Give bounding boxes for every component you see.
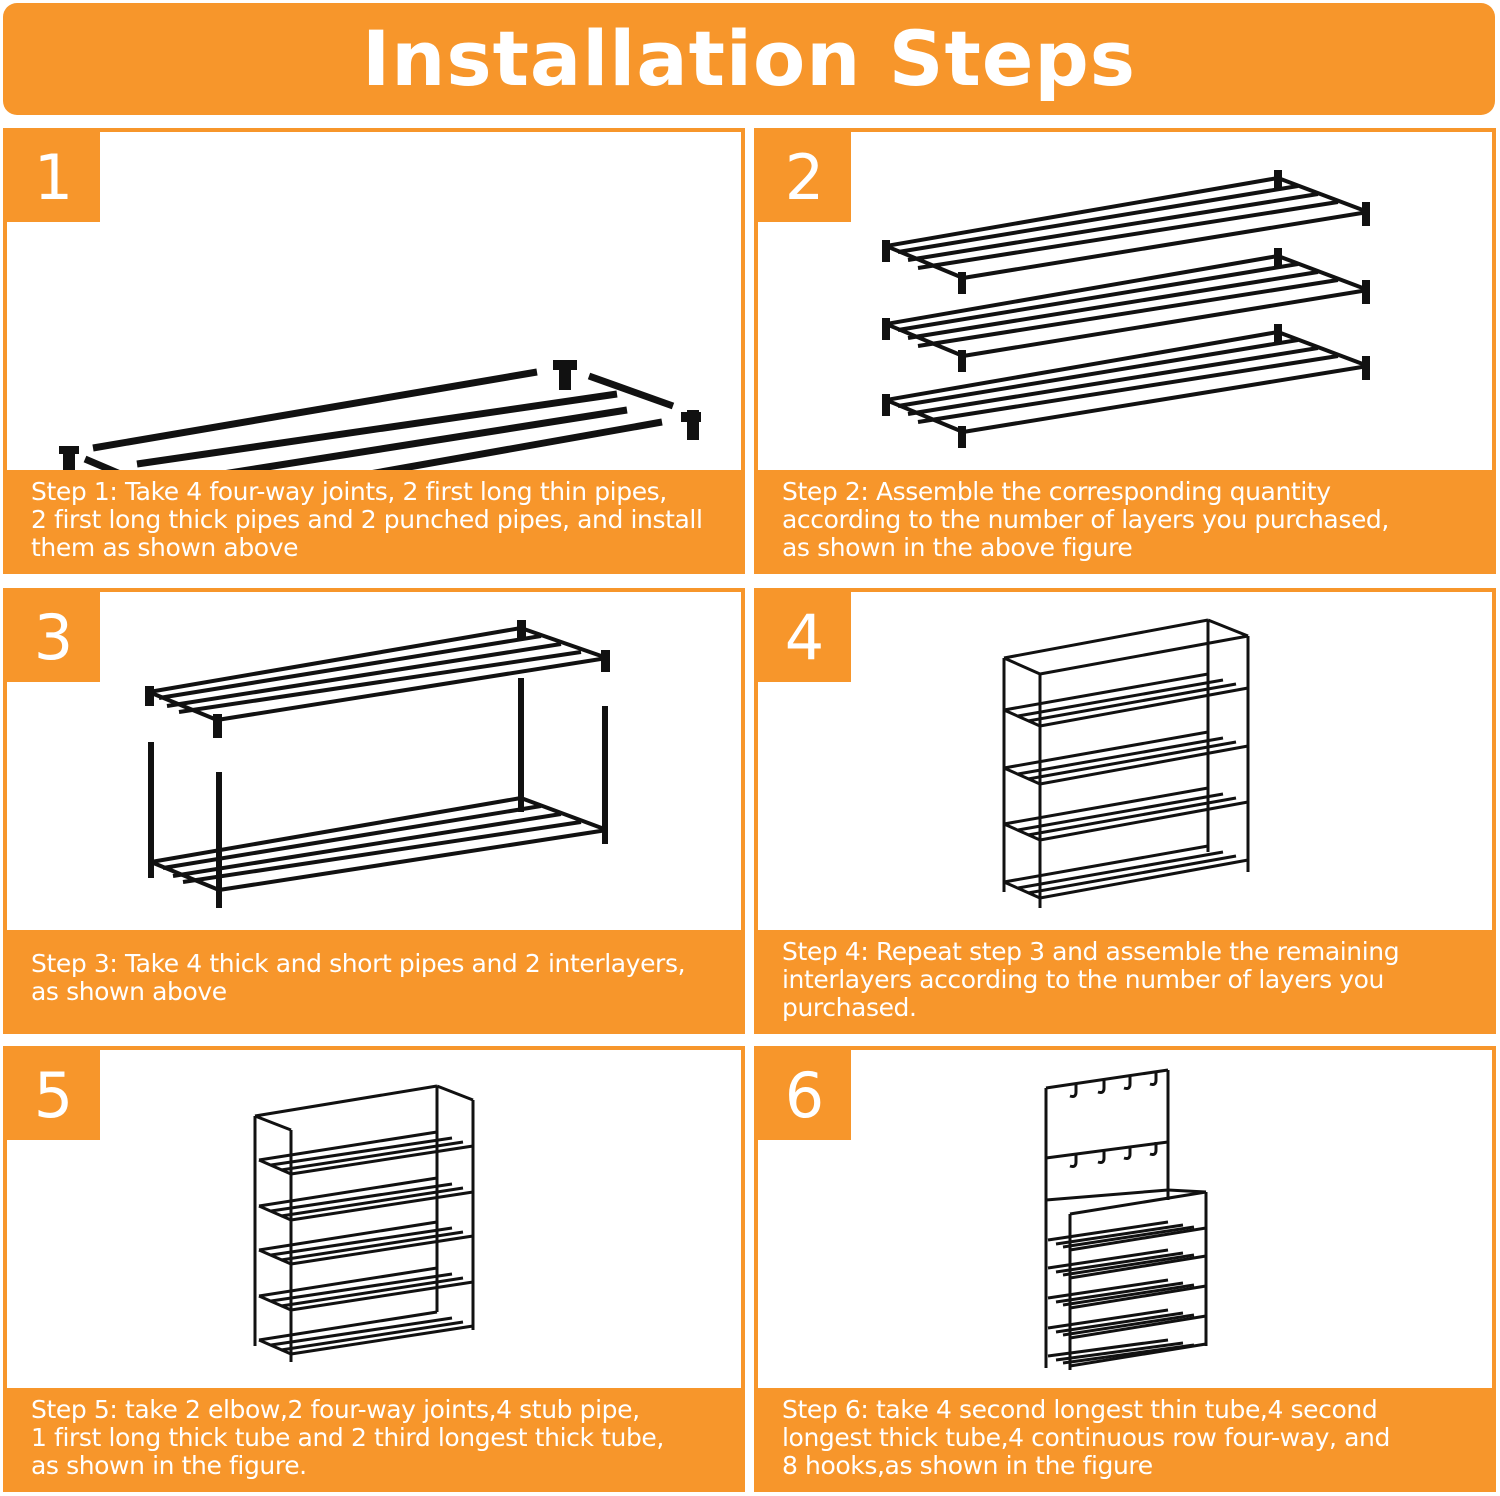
step-number-badge: 5 — [7, 1050, 100, 1140]
caption-line: 1 first long thick tube and 2 third long… — [31, 1423, 664, 1452]
step-6-illustration — [1044, 1068, 1208, 1370]
step-4-illustration — [1002, 618, 1250, 908]
step-5-panel: 5 Step 5: take 2 e — [3, 1046, 745, 1492]
step-5-caption: Step 5: take 2 elbow,2 four-way joints,4… — [7, 1388, 741, 1488]
page-title: Installation Steps — [361, 14, 1137, 103]
caption-line: as shown in the figure. — [31, 1451, 307, 1480]
step-3-caption: Step 3: Take 4 thick and short pipes and… — [7, 930, 741, 1030]
step-number-badge: 1 — [7, 132, 100, 222]
caption-line: purchased. — [782, 993, 917, 1022]
step-4-panel: 4 — [754, 588, 1496, 1034]
step-number-badge: 3 — [7, 592, 100, 682]
step-2-panel: 2 — [754, 128, 1496, 574]
step-number-badge: 6 — [758, 1050, 851, 1140]
caption-line: 8 hooks,as shown in the figure — [782, 1451, 1153, 1480]
step-number-badge: 2 — [758, 132, 851, 222]
title-banner: Installation Steps — [3, 3, 1495, 115]
caption-line: 2 first long thick pipes and 2 punched p… — [31, 505, 703, 534]
step-6-panel: 6 — [754, 1046, 1496, 1492]
step-1-panel: 1 Step 1: Take 4 four-way joints, 2 firs… — [3, 128, 745, 574]
caption-line: Step 5: take 2 elbow,2 four-way joints,4… — [31, 1395, 640, 1424]
caption-line: them as shown above — [31, 533, 299, 562]
caption-line: Step 1: Take 4 four-way joints, 2 first … — [31, 477, 667, 506]
caption-line: Step 4: Repeat step 3 and assemble the r… — [782, 937, 1400, 966]
step-number-badge: 4 — [758, 592, 851, 682]
step-3-illustration — [145, 620, 610, 908]
step-3-panel: 3 S — [3, 588, 745, 1034]
step-5-illustration — [253, 1084, 475, 1362]
caption-line: according to the number of layers you pu… — [782, 505, 1389, 534]
step-2-caption: Step 2: Assemble the corresponding quant… — [758, 470, 1492, 570]
step-1-caption: Step 1: Take 4 four-way joints, 2 first … — [7, 470, 741, 570]
step-2-illustration — [882, 170, 1370, 448]
caption-line: Step 2: Assemble the corresponding quant… — [782, 477, 1331, 506]
step-6-caption: Step 6: take 4 second longest thin tube,… — [758, 1388, 1492, 1488]
caption-line: Step 3: Take 4 thick and short pipes and… — [31, 949, 686, 978]
caption-line: as shown in the above figure — [782, 533, 1133, 562]
step-4-caption: Step 4: Repeat step 3 and assemble the r… — [758, 930, 1492, 1030]
caption-line: as shown above — [31, 977, 227, 1006]
caption-line: Step 6: take 4 second longest thin tube,… — [782, 1395, 1378, 1424]
caption-line: interlayers according to the number of l… — [782, 965, 1384, 994]
caption-line: longest thick tube,4 continuous row four… — [782, 1423, 1390, 1452]
step-1-illustration — [59, 360, 701, 472]
